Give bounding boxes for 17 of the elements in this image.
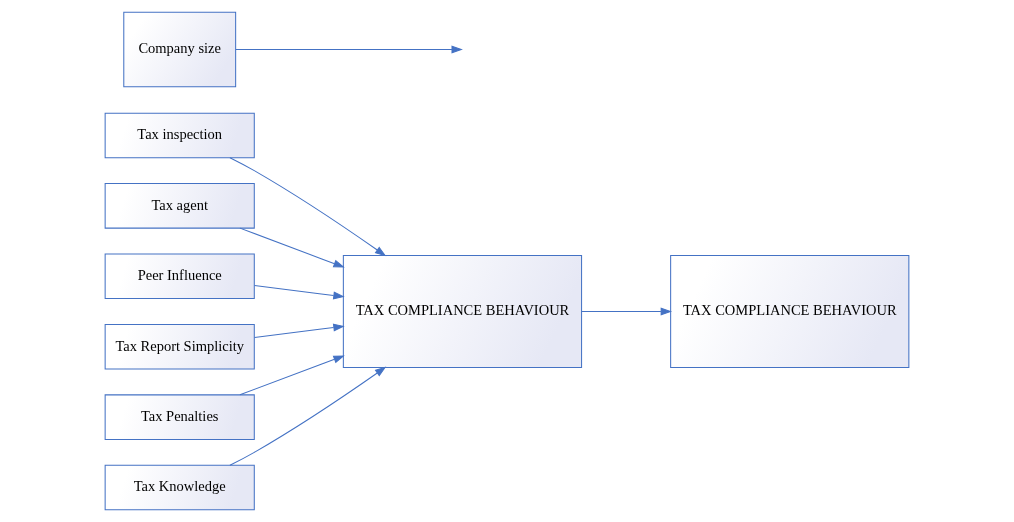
node-box: Peer Influence: [104, 253, 255, 300]
arrow: [229, 157, 387, 257]
node-box: Tax agent: [104, 183, 255, 229]
arrow: [229, 366, 387, 466]
node-box: Company size: [123, 11, 237, 88]
node-box: Tax Penalties: [104, 394, 255, 440]
arrow: [239, 355, 345, 396]
node-box: Tax inspection: [104, 112, 255, 159]
node-box: TAX COMPLIANCE BEHAVIOUR: [670, 255, 910, 368]
arrow: [239, 227, 345, 268]
node-box: Tax Knowledge: [104, 464, 255, 511]
arrow: [253, 323, 345, 338]
node-box: TAX COMPLIANCE BEHAVIOUR: [342, 255, 583, 368]
node-box: Tax Report Simplicity: [104, 323, 255, 370]
arrow: [253, 285, 345, 300]
arrow: [581, 307, 673, 316]
arrow: [235, 45, 463, 54]
